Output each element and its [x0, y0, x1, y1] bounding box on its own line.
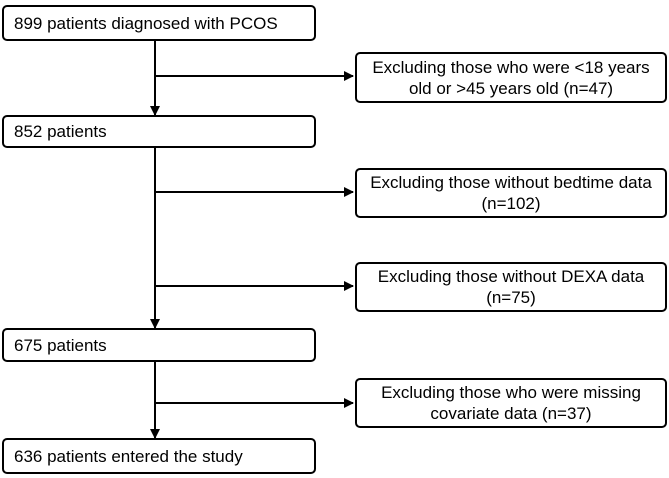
exclusion-label: Excluding those who were missing covaria…: [381, 383, 641, 423]
exclusion-box-age: Excluding those who were <18 years old o…: [355, 52, 667, 103]
step-box-899-patients: 899 patients diagnosed with PCOS: [2, 5, 316, 41]
exclusion-box-bedtime: Excluding those without bedtime data (n=…: [355, 168, 667, 218]
exclusion-label: Excluding those without DEXA data (n=75): [377, 267, 645, 307]
step-label: 675 patients: [14, 335, 107, 355]
step-box-675-patients: 675 patients: [2, 328, 316, 362]
step-label: 852 patients: [14, 122, 107, 141]
exclusion-box-dexa: Excluding those without DEXA data (n=75): [355, 262, 667, 312]
exclusion-label: Excluding those without bedtime data (n=…: [370, 173, 652, 213]
step-label: 899 patients diagnosed with PCOS: [14, 13, 278, 33]
step-box-852-patients: 852 patients: [2, 115, 316, 148]
step-box-636-patients: 636 patients entered the study: [2, 438, 316, 474]
step-label: 636 patients entered the study: [14, 446, 243, 466]
exclusion-label: Excluding those who were <18 years old o…: [372, 57, 650, 98]
exclusion-box-covariate: Excluding those who were missing covaria…: [355, 378, 667, 428]
